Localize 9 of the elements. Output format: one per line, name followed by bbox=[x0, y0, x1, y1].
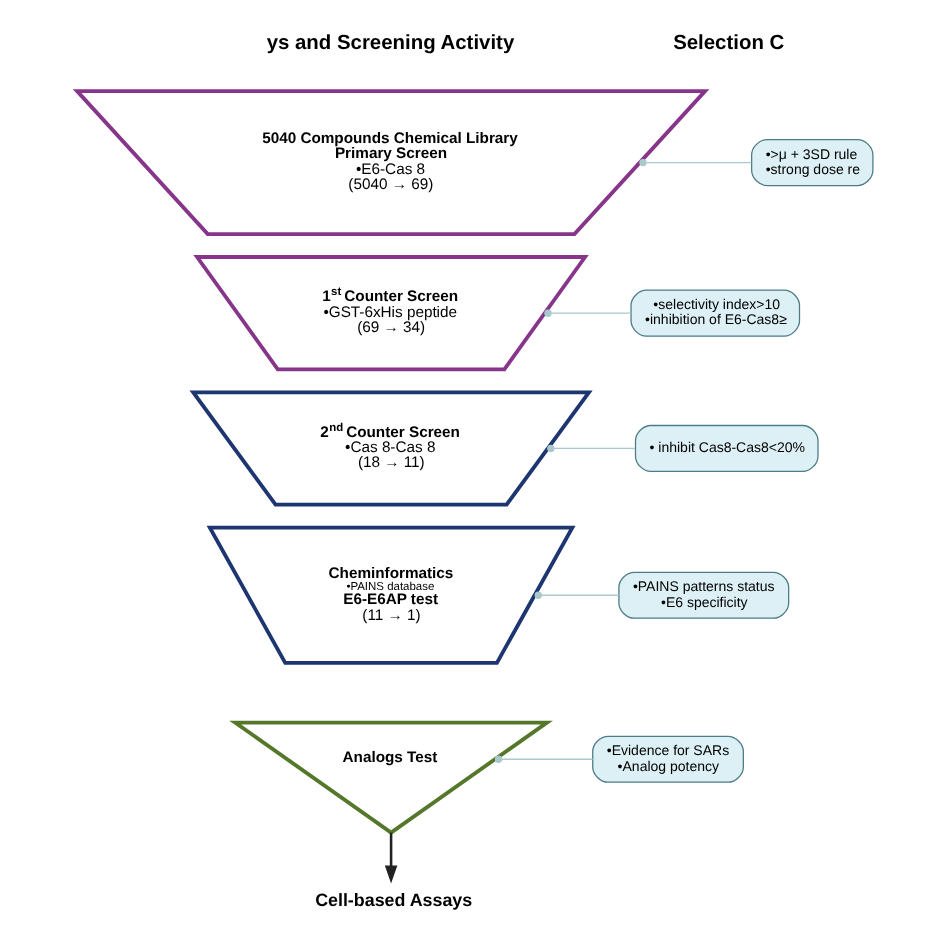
connector bbox=[638, 158, 751, 167]
connector bbox=[493, 755, 593, 763]
connector bbox=[533, 591, 619, 599]
label: ys and Screening Activity bbox=[265, 32, 514, 55]
connector bbox=[543, 309, 631, 317]
node-text: Cell-based Assays bbox=[314, 890, 472, 911]
connector bbox=[546, 444, 635, 453]
arrow bbox=[383, 832, 397, 884]
label: Selection C bbox=[672, 32, 784, 55]
